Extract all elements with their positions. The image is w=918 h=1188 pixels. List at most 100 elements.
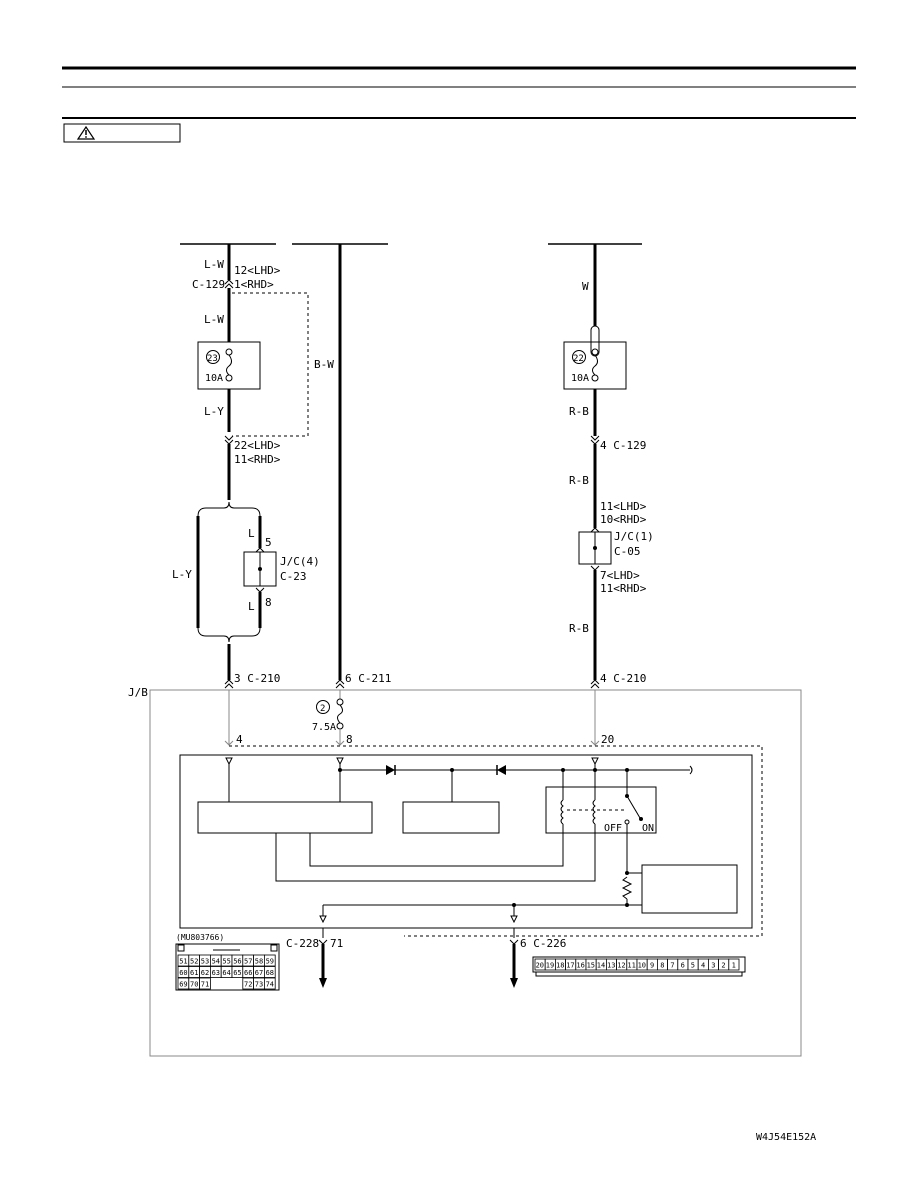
diode-2 (496, 765, 506, 775)
connector-pin-number: 59 (266, 958, 274, 966)
logic-block-3 (641, 864, 738, 914)
connector-label: C-129 (192, 278, 225, 291)
fuse-number: 2 (320, 704, 325, 714)
connector-label: C-05 (614, 545, 641, 558)
connector-pin-number: 15 (587, 962, 595, 970)
wire-color-label: R-B (569, 474, 589, 487)
connector-pin-number: 6 (681, 962, 685, 970)
fuse-rating: 7.5A (312, 722, 336, 733)
connector-pin-number: 53 (201, 958, 209, 966)
jb-label: J/B (128, 686, 148, 699)
connector-pin-number: 7 (670, 962, 674, 970)
pin-label: 11<LHD> (600, 500, 647, 513)
wire-color-label: R-B (569, 405, 589, 418)
connector-pin-number: 74 (266, 981, 274, 989)
connector-pin-number: 58 (255, 958, 263, 966)
connector-pin-number: 16 (576, 962, 584, 970)
connector-pin-number: 72 (244, 981, 252, 989)
connector-pin-number: 68 (266, 969, 274, 977)
connector-pin-number: 18 (556, 962, 564, 970)
control-unit (179, 754, 753, 929)
pin-label: 4 (236, 733, 243, 746)
pin-label: 20 (601, 733, 614, 746)
resistor (621, 876, 633, 900)
switch-off-label: OFF (604, 823, 622, 834)
pin-label: 5 (265, 536, 272, 549)
connector-pin-number: 64 (222, 969, 230, 977)
wire-color-label: B-W (314, 358, 334, 371)
ground-arrow (510, 978, 518, 988)
fuse-number: 23 (207, 354, 218, 364)
connector-pin-number: 62 (201, 969, 209, 977)
wire-color-label: L (248, 600, 255, 613)
fuse-2: 2 7.5A (312, 690, 344, 733)
fuse-22: 22 10A (563, 325, 627, 390)
junction-block (149, 689, 802, 1057)
connector-pin-number: 14 (597, 962, 605, 970)
connector-pin-number: 73 (255, 981, 263, 989)
connector-label: C-228 (286, 937, 319, 950)
connector-pin-number: 12 (617, 962, 625, 970)
connector-pin-number: 67 (255, 969, 263, 977)
connector-pin-number: 56 (233, 958, 241, 966)
pin-label: 8 (265, 596, 272, 609)
connector-pin-number: 69 (179, 981, 187, 989)
connector-pin-number: 51 (179, 958, 187, 966)
pin-label: 1<RHD> (234, 278, 274, 291)
fuse-number: 22 (573, 354, 584, 364)
connector-pin-number: 63 (212, 969, 220, 977)
connector-pin-number: 2 (721, 962, 725, 970)
connector-label: C-23 (280, 570, 307, 583)
wire-color-label: R-B (569, 622, 589, 635)
fuse-rating: 10A (571, 373, 589, 384)
page-code: W4J54E152A (756, 1132, 816, 1143)
connector-pin-number: 10 (638, 962, 646, 970)
connector-part-number: (MU803766) (176, 933, 224, 942)
connector-pin-number: 54 (212, 958, 220, 966)
wire-color-label: L-W (204, 313, 224, 326)
pin-label: 22<LHD> (234, 439, 281, 452)
connector-pin-number: 13 (607, 962, 615, 970)
connector-label: 4 C-210 (600, 672, 646, 685)
diode-1 (386, 765, 396, 775)
connector-pin-number: 5 (691, 962, 695, 970)
connector-pin-number: 66 (244, 969, 252, 977)
pin-label: 71 (330, 937, 343, 950)
connector-label: 3 C-210 (234, 672, 280, 685)
connector-cell (728, 958, 740, 971)
switch-on-label: ON (642, 823, 654, 834)
connector-cell (263, 966, 276, 978)
connector-label: 4 C-129 (600, 439, 646, 452)
wire-color-label: L-Y (172, 568, 192, 581)
connector-label: J/C(4) (280, 555, 320, 568)
connector-pin-number: 60 (179, 969, 187, 977)
wire-color-label: L-Y (204, 405, 224, 418)
logic-block-2 (402, 801, 500, 834)
ground-arrow (319, 978, 327, 988)
connector-pin-number: 70 (190, 981, 198, 989)
connector-pin-number: 71 (201, 981, 209, 989)
connector-pin-number: 52 (190, 958, 198, 966)
connector-cell (263, 977, 276, 990)
connector-pin-number: 9 (650, 962, 654, 970)
logic-block-1 (197, 801, 373, 834)
fuse-rating: 10A (205, 373, 223, 384)
pin-label: 11<RHD> (600, 582, 647, 595)
connector-pin-number: 11 (627, 962, 635, 970)
connector-pin-number: 17 (566, 962, 574, 970)
wire-color-label: L (248, 527, 255, 540)
connector-label: 6 C-226 (520, 937, 566, 950)
connector-pin-number: 57 (244, 958, 252, 966)
connector-pin-number: 61 (190, 969, 198, 977)
joint-connector-4 (243, 547, 277, 593)
connector-cell (199, 977, 211, 990)
connector-pin-number: 4 (701, 962, 705, 970)
connector-pin-number: 3 (711, 962, 715, 970)
connector-pin-number: 55 (222, 958, 230, 966)
joint-connector-1 (578, 527, 612, 571)
wire-color-label: W (582, 280, 589, 293)
relay: OFF ON (545, 770, 657, 834)
pin-label: 11<RHD> (234, 453, 281, 466)
connector-cell (263, 954, 276, 967)
